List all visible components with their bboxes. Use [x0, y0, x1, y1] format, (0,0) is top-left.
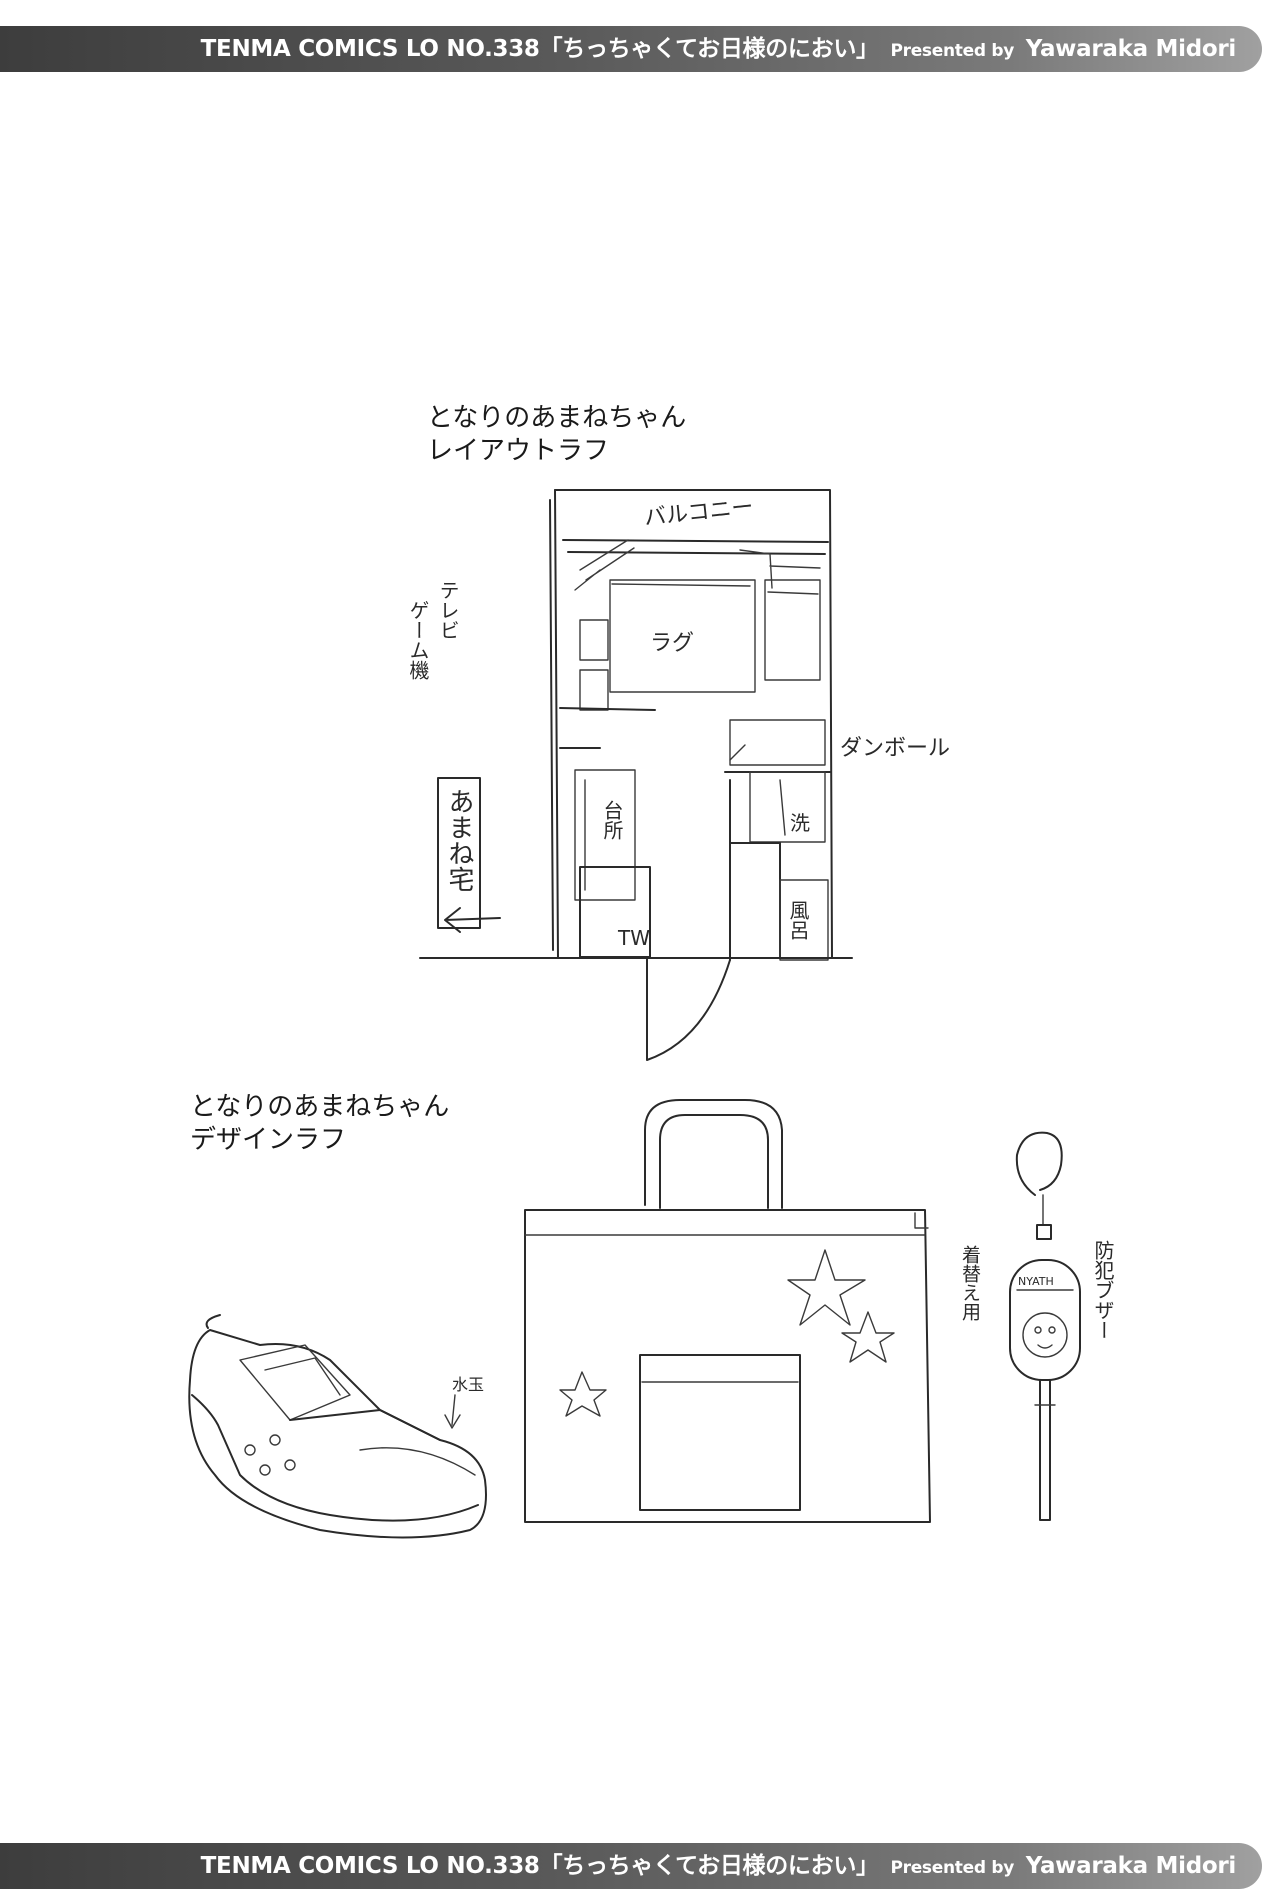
header-banner: TENMA COMICS LO NO.338「ちっちゃくてお日様のにおい」 Pr… [0, 26, 1262, 72]
footer-author: Yawaraka Midori [1025, 1853, 1237, 1879]
header-author: Yawaraka Midori [1025, 36, 1237, 62]
footer-title: TENMA COMICS LO NO.338「ちっちゃくてお日様のにおい」 [200, 1853, 879, 1879]
label-cardboard: ダンボール [840, 736, 950, 761]
design-title: となりのあまねちゃん [190, 1092, 450, 1122]
label-tv: テレビ [436, 580, 460, 640]
layout-caption: となりのあまねちゃん レイアウトラフ [427, 402, 686, 468]
label-alarm: 防犯ブザー [1091, 1240, 1115, 1340]
bag-sketch: 着替え用 [524, 1099, 981, 1523]
label-toilet: TW [617, 926, 650, 950]
header-presented-by: Presented by [890, 41, 1014, 61]
design-caption: となりのあまねちゃん デザインラフ [190, 1091, 449, 1157]
footer-presented-by: Presented by [890, 1858, 1014, 1878]
floor-plan-sketch: バルコニー ラグ ダンボール TW 洗 テレビ ゲーム機 台所 風呂 あまね宅 [406, 489, 950, 1061]
label-game: ゲーム機 [406, 600, 430, 680]
label-bath: 風呂 [786, 900, 810, 940]
label-balcony: バルコニー [643, 495, 755, 531]
label-house: あまね宅 [444, 788, 474, 892]
label-washer: 洗 [790, 811, 810, 835]
shoe-sketch: 水玉 [188, 1314, 487, 1539]
label-rug: ラグ [650, 631, 694, 656]
layout-title: となりのあまねちゃん [427, 403, 687, 433]
label-polka-dot: 水玉 [452, 1375, 484, 1394]
label-alarm-tag: NYATH [1018, 1275, 1054, 1288]
header-title: TENMA COMICS LO NO.338「ちっちゃくてお日様のにおい」 [200, 36, 879, 62]
layout-subtitle: レイアウトラフ [427, 436, 610, 466]
label-change-clothes: 着替え用 [959, 1245, 981, 1321]
alarm-sketch: NYATH 防犯ブザー [1009, 1131, 1115, 1521]
design-subtitle: デザインラフ [190, 1125, 347, 1155]
label-kitchen: 台所 [600, 800, 624, 840]
footer-banner: TENMA COMICS LO NO.338「ちっちゃくてお日様のにおい」 Pr… [0, 1843, 1262, 1889]
